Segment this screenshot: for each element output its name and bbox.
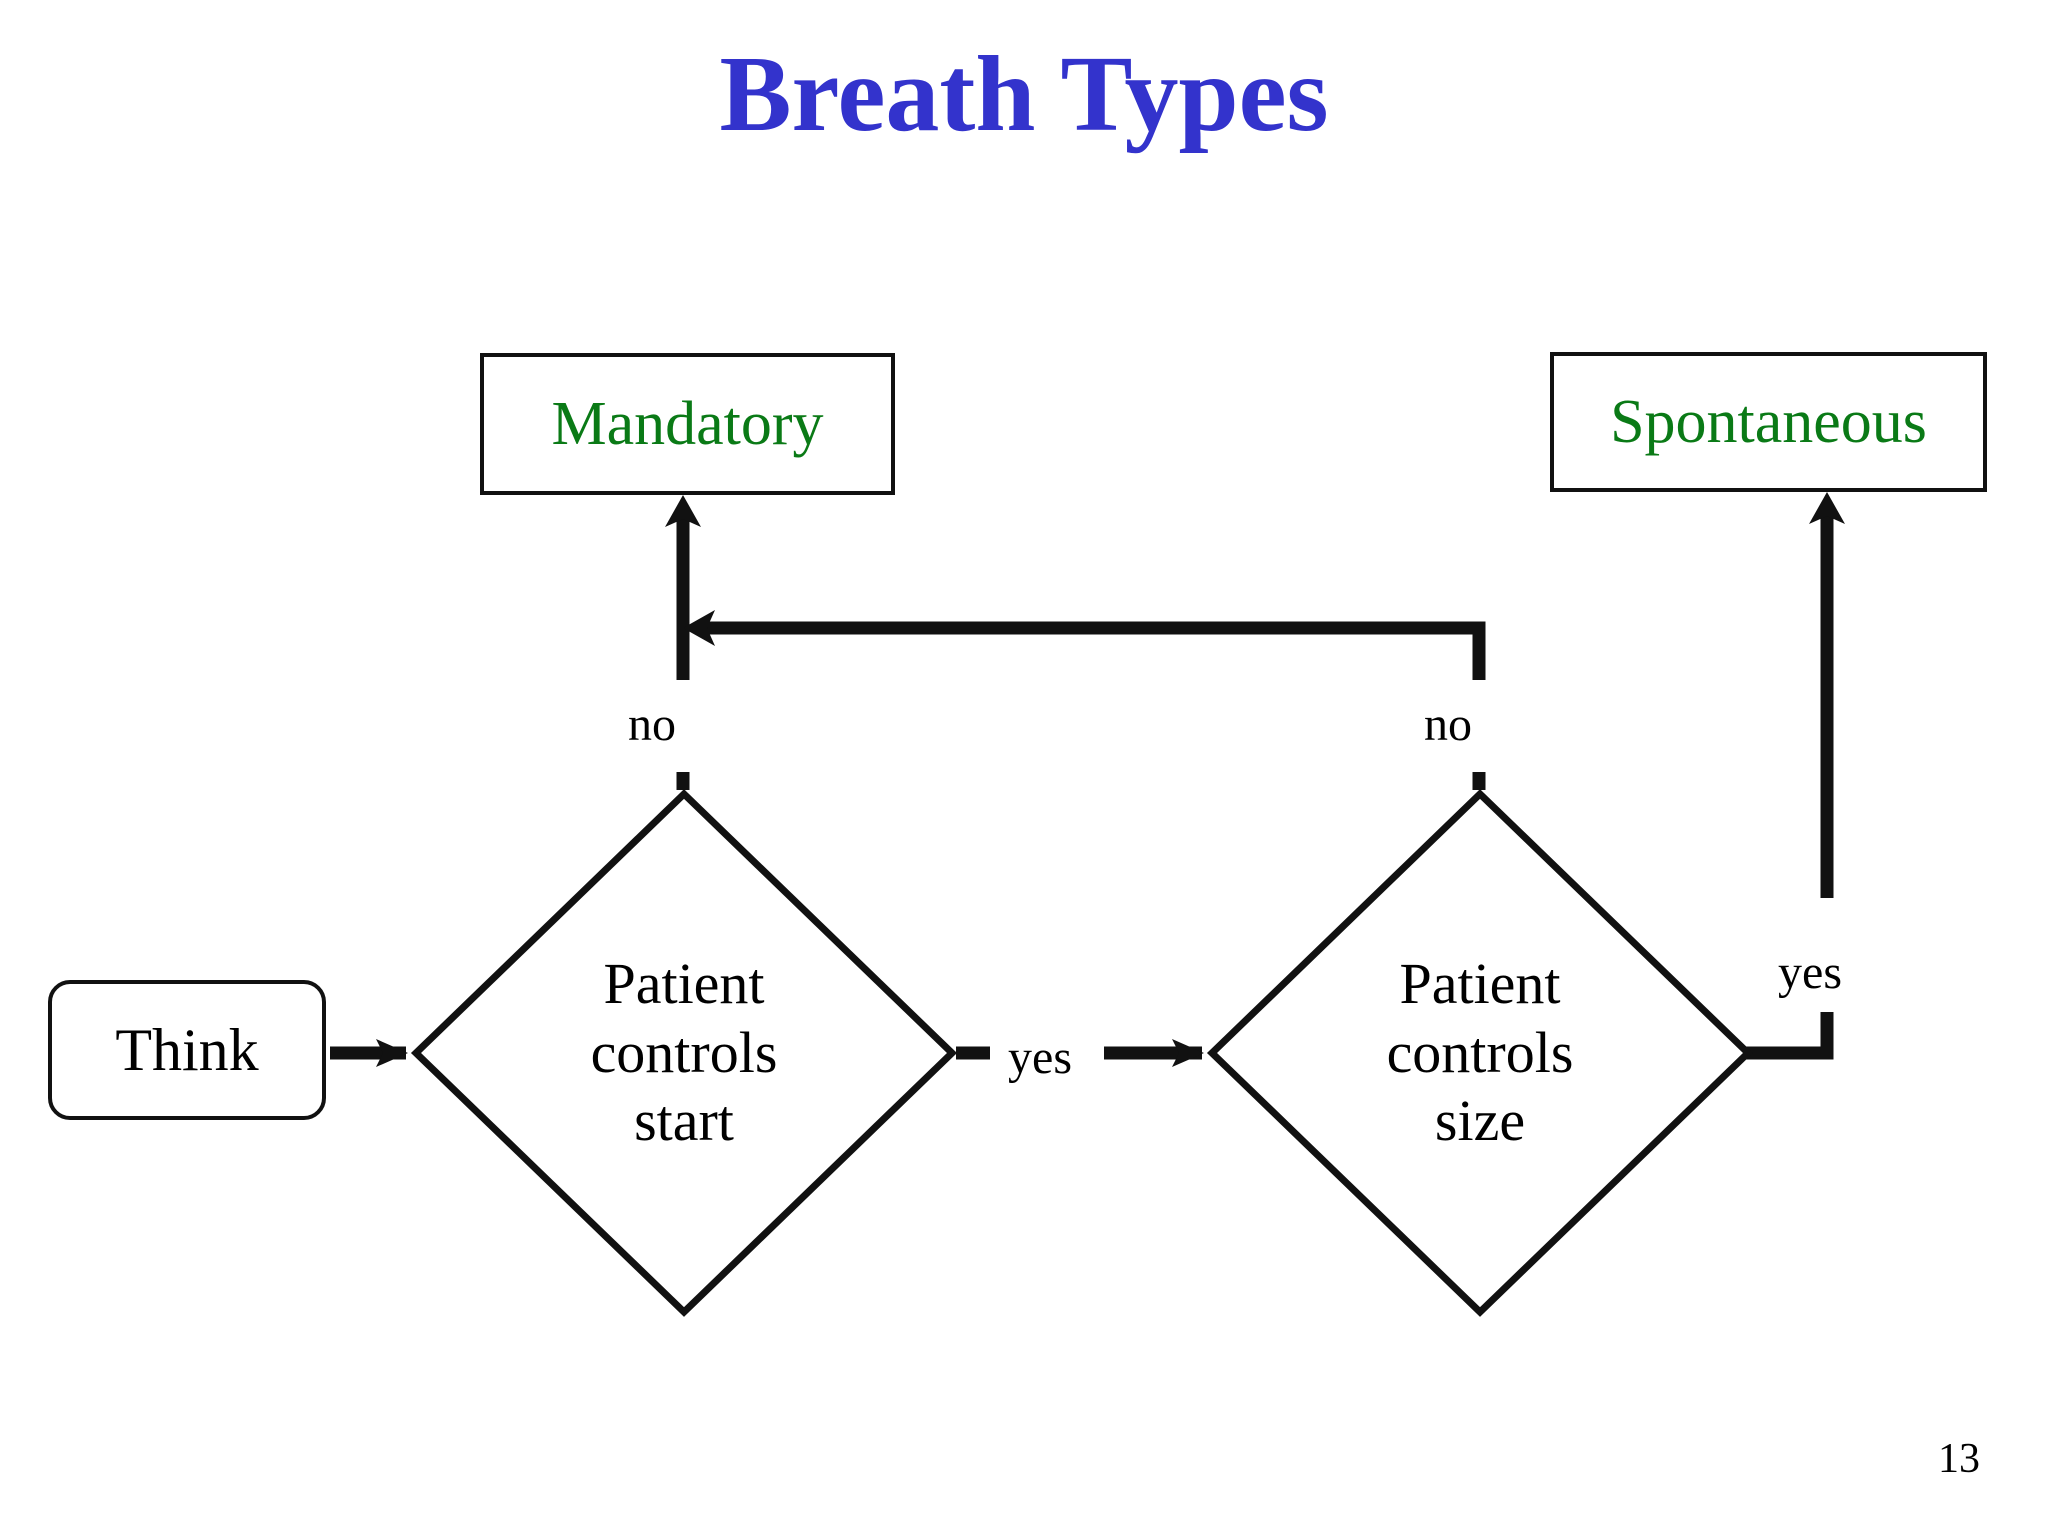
decision-node-patient-controls-start[interactable]: Patient controls start [410,789,958,1317]
decision-node-patient-controls-size[interactable]: Patient controls size [1206,789,1754,1317]
edge-label-no-start: no [628,698,676,751]
diamond-shape-start [410,789,958,1317]
outcome-label-mandatory: Mandatory [551,389,824,458]
edge-decision-size-no-to-mandatory [683,610,1486,790]
edge-label-yes-size: yes [1778,946,1842,999]
page-number: 13 [1938,1436,1980,1482]
outcome-label-spontaneous: Spontaneous [1610,387,1927,456]
outcome-box-mandatory[interactable]: Mandatory [480,353,895,495]
diamond-shape-size [1206,789,1754,1317]
page-title: Breath Types [719,35,1329,154]
edge-label-yes-start: yes [1008,1031,1072,1084]
start-node-label: Think [115,1016,259,1083]
start-node-think[interactable]: Think [48,980,326,1120]
outcome-box-spontaneous[interactable]: Spontaneous [1550,352,1987,492]
edge-label-no-size: no [1424,698,1472,751]
